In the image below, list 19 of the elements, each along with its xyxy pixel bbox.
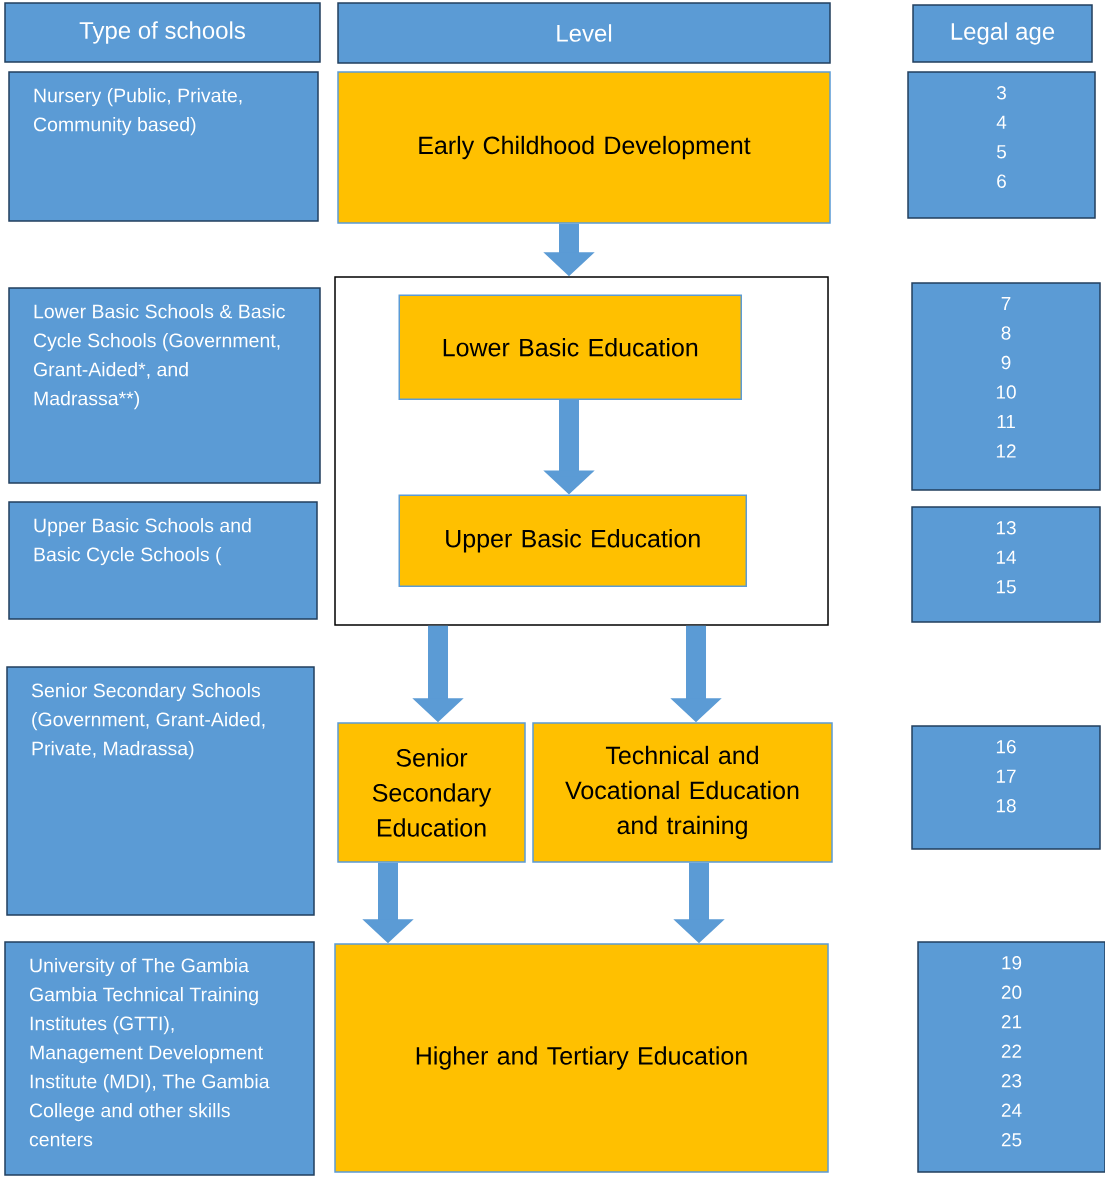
age-box: 3 4 5 6 [907,71,1096,219]
level-box: Technical and Vocational Education and training [532,722,833,863]
school-type-box: Lower Basic Schools & Basic Cycle Schools (Government, Grant-Aided*, and Madrassa**) [8,287,321,484]
school-type-box: Upper Basic Schools and Basic Cycle Schools ( [8,501,318,620]
level-box: Upper Basic Education [398,494,747,587]
age-box: 7 8 9 10 11 12 [911,282,1101,491]
header-box: Legal age [912,4,1093,63]
age-box: 19 20 21 22 23 24 25 [917,941,1105,1173]
level-box: Lower Basic Education [398,294,742,400]
level-box: Senior Secondary Education [337,722,526,863]
school-type-box: Nursery (Public, Private, Community based) [8,71,319,222]
age-box: 16 17 18 [911,725,1101,850]
school-type-box: Senior Secondary Schools (Government, Grant-Aided, Private, Madrassa) [6,666,315,916]
level-box: Early Childhood Development [337,71,831,224]
age-box: 13 14 15 [911,506,1101,623]
school-type-box: University of The Gambia Gambia Technical Training Institutes (GTTI), Management Development Institute (MDI), The Gambia College and other skills centers [4,941,315,1176]
header-box: Level [337,2,831,64]
header-box: Type of schools [4,2,321,63]
level-box: Higher and Tertiary Education [334,943,829,1173]
